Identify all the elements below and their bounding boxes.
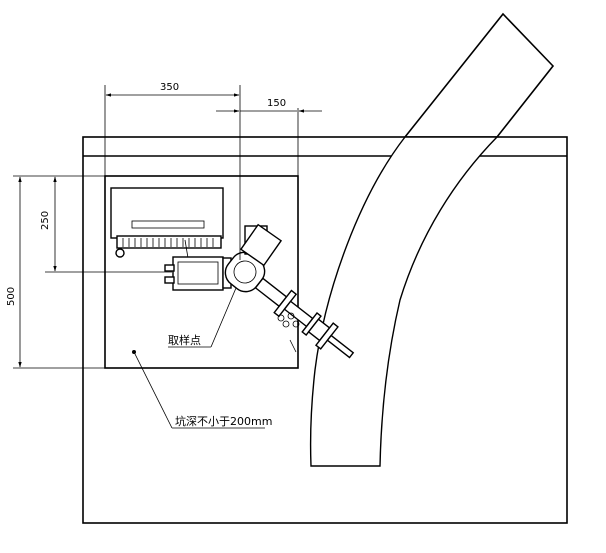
sampling-point-label: 取样点	[168, 333, 201, 347]
probe-fittings	[277, 312, 300, 353]
sampling-point-leader: 取样点	[168, 287, 237, 348]
dimension-250: 250	[40, 176, 172, 273]
analyzer-cabinet	[110, 187, 224, 259]
probe-head-box	[239, 223, 283, 267]
dimension-150-text: 150	[267, 98, 286, 109]
curved-duct	[309, 12, 555, 467]
pit-depth-label: 坑深不小于200mm	[175, 414, 272, 428]
dimension-500-text: 500	[6, 287, 17, 306]
dimension-350: 350	[104, 82, 241, 260]
dimension-350-text: 350	[160, 82, 179, 93]
dimension-250-text: 250	[40, 211, 51, 230]
dimension-500: 500	[6, 175, 105, 369]
platform-outline	[82, 136, 568, 524]
pump-unit	[164, 256, 232, 291]
dimension-150: 150	[216, 98, 322, 176]
pit-depth-leader: 坑深不小于200mm	[132, 350, 272, 429]
